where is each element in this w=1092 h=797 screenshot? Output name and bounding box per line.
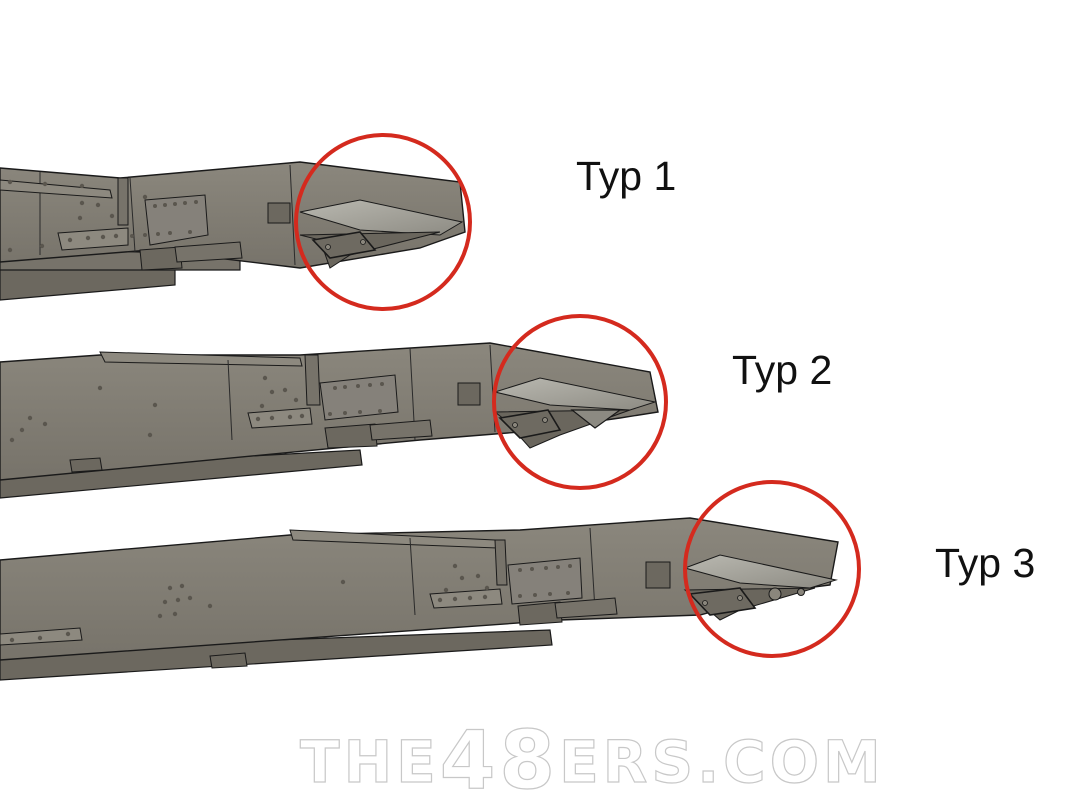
label-typ-1: Typ 1 xyxy=(576,153,677,199)
highlight-circle-typ-2 xyxy=(492,314,668,490)
beam-typ-2 xyxy=(0,342,659,499)
beam-typ-1 xyxy=(0,161,466,301)
beam-typ-3 xyxy=(0,517,839,681)
watermark: THE48ERS.COM xyxy=(299,708,885,797)
highlight-circle-typ-1 xyxy=(294,133,472,311)
watermark-prefix: THE xyxy=(299,727,440,796)
label-typ-2: Typ 2 xyxy=(732,347,833,393)
watermark-suffix: ERS.COM xyxy=(558,727,885,796)
highlight-circle-typ-3 xyxy=(683,480,861,658)
watermark-digits: 48 xyxy=(439,713,560,797)
label-typ-3: Typ 3 xyxy=(935,540,1036,586)
